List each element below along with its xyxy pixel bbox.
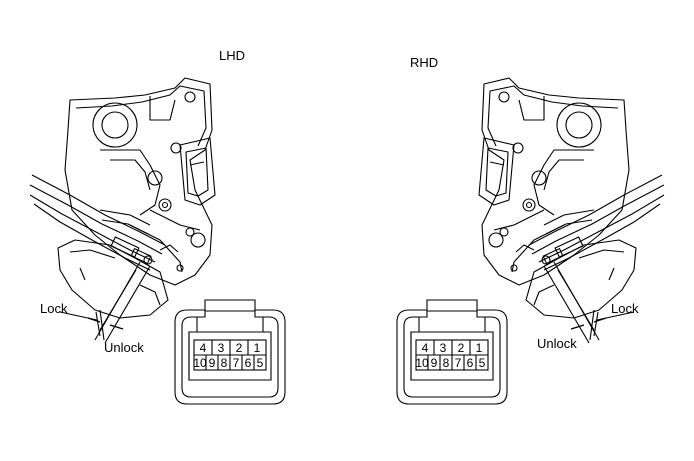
rhd-door-lock-assembly bbox=[478, 77, 665, 344]
rhd-title: RHD bbox=[410, 55, 439, 70]
rhd-pin-5: 5 bbox=[479, 356, 486, 370]
lhd-pin-4: 4 bbox=[200, 341, 207, 355]
rhd-pin-2: 2 bbox=[458, 341, 465, 355]
rhd-pin-6: 6 bbox=[467, 356, 474, 370]
rhd-pin-9: 9 bbox=[431, 356, 438, 370]
lhd-pin-5: 5 bbox=[257, 356, 264, 370]
rhd-pin-7: 7 bbox=[455, 356, 462, 370]
rhd-pin-4: 4 bbox=[422, 341, 429, 355]
lhd-title: LHD bbox=[219, 48, 246, 63]
lhd-pin-2: 2 bbox=[236, 341, 243, 355]
lhd-pin-8: 8 bbox=[221, 356, 228, 370]
rhd-pin-1: 1 bbox=[476, 341, 483, 355]
rhd-pin-10: 10 bbox=[415, 356, 429, 370]
lhd-pin-6: 6 bbox=[245, 356, 252, 370]
lhd-connector: 4 3 2 1 10 9 8 7 6 5 bbox=[174, 299, 286, 405]
lhd-pin-1: 1 bbox=[254, 341, 261, 355]
lhd-pin-9: 9 bbox=[209, 356, 216, 370]
lhd-unlock-label: Unlock bbox=[104, 340, 144, 355]
lhd-pin-10: 10 bbox=[193, 356, 207, 370]
lhd-pin-3: 3 bbox=[218, 341, 225, 355]
rhd-pin-3: 3 bbox=[440, 341, 447, 355]
lhd-door-lock-assembly bbox=[29, 77, 216, 344]
rhd-connector: 4 3 2 1 10 9 8 7 6 5 bbox=[396, 299, 508, 405]
rhd-unlock-label: Unlock bbox=[537, 336, 577, 351]
lhd-pin-7: 7 bbox=[233, 356, 240, 370]
rhd-pin-8: 8 bbox=[443, 356, 450, 370]
